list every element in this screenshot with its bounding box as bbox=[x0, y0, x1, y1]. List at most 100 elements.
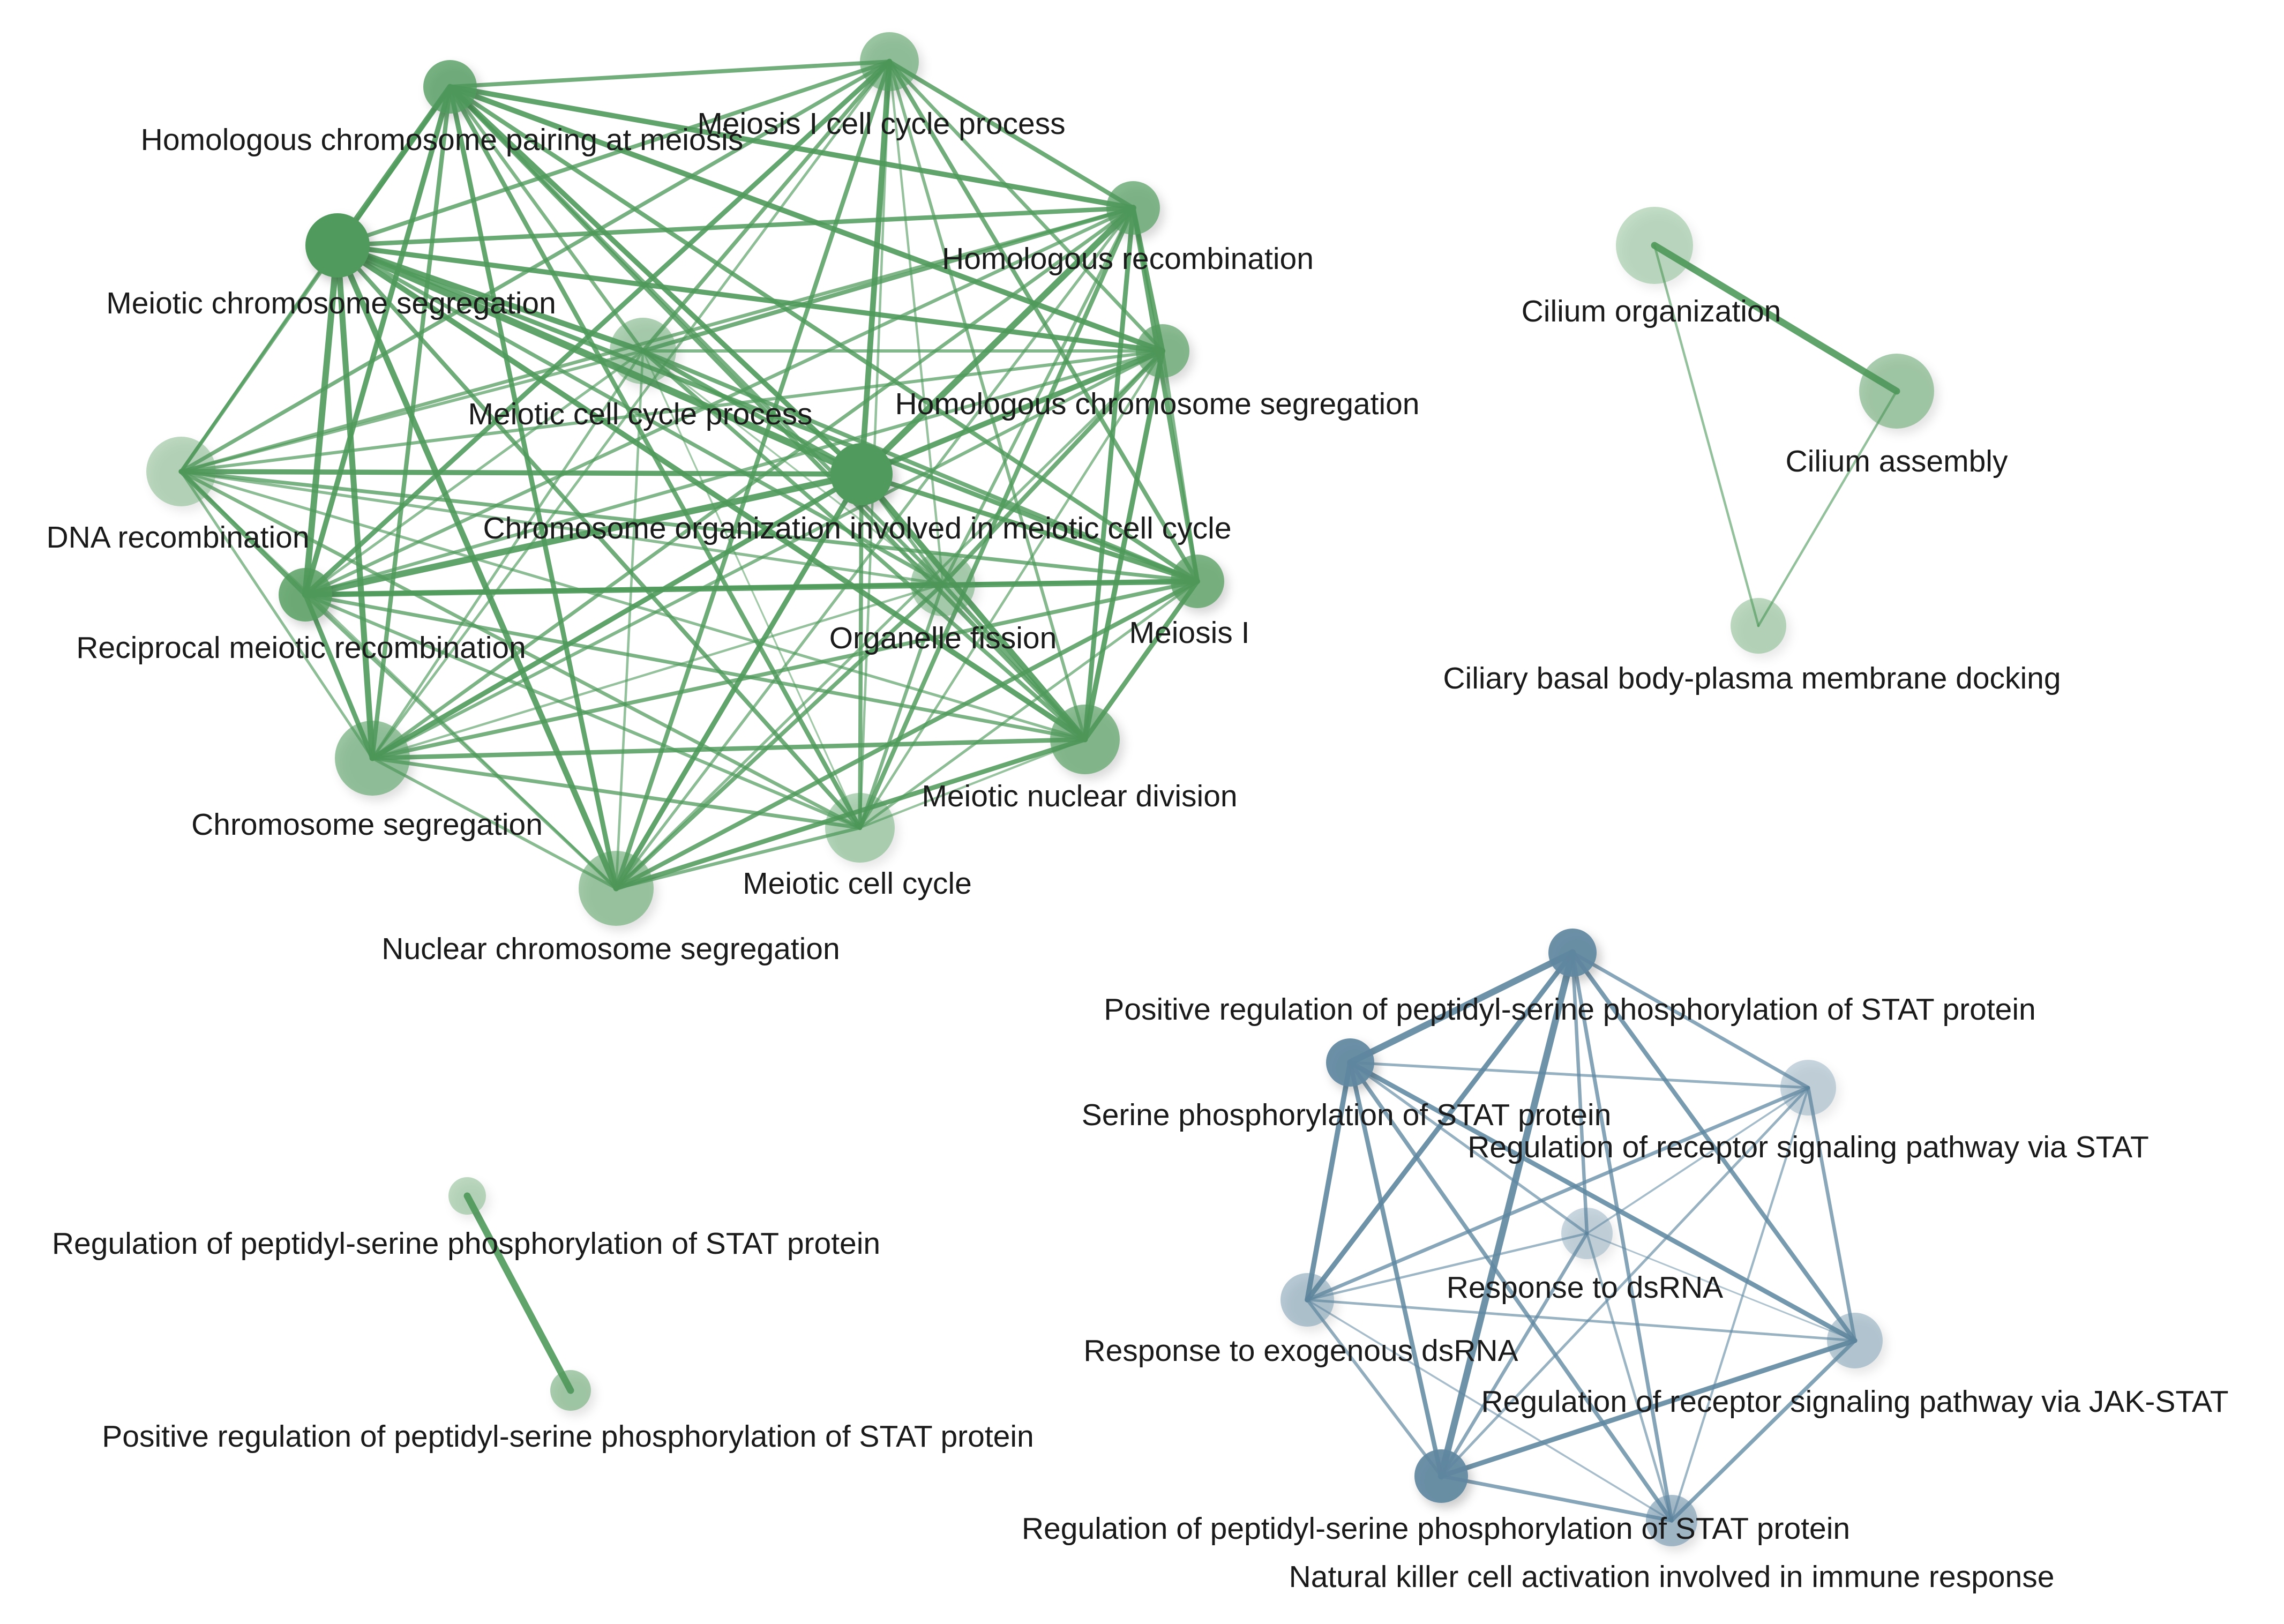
node-meiotic-nuclear-division[interactable] bbox=[1050, 705, 1120, 774]
edge-response-to-exogenous-dsrna--natural-killer-cell-activation-involved-in-immune-response bbox=[1306, 1299, 1673, 1522]
node-chromosome-segregation[interactable] bbox=[335, 721, 410, 796]
node-positive-regulation-of-peptidyl-serine-phosphorylation-of-stat-protein-a[interactable] bbox=[550, 1370, 591, 1411]
edge-meiotic-cell-cycle-process--nuclear-chromosome-segregation bbox=[615, 349, 645, 890]
edge-homologous-chromosome-segregation--dna-recombination bbox=[179, 349, 1164, 473]
label-response-to-dsrna: Response to dsRNA bbox=[1447, 1270, 1723, 1305]
label-meiosis-i: Meiosis I bbox=[1129, 616, 1250, 650]
edge-meiotic-chromosome-segregation--meiosis-i bbox=[335, 243, 1200, 584]
edge-positive-regulation-of-peptidyl-serine-phosphorylation-of-stat-protein-b--response-to-dsrna bbox=[1570, 951, 1589, 1236]
node-homologous-chromosome-segregation[interactable] bbox=[1136, 324, 1189, 378]
node-response-to-dsrna[interactable] bbox=[1561, 1208, 1613, 1259]
edge-meiosis-i--reciprocal-meiotic-recombination bbox=[302, 578, 1201, 598]
node-regulation-of-peptidyl-serine-phosphorylation-of-stat-protein-b[interactable] bbox=[1414, 1449, 1468, 1503]
edge-meiosis-i--nuclear-chromosome-segregation bbox=[613, 579, 1200, 891]
node-meiotic-cell-cycle-process[interactable] bbox=[610, 318, 676, 384]
node-meiosis-i-cell-cycle-process[interactable] bbox=[860, 32, 919, 91]
edge-regulation-of-receptor-signaling-pathway-via-stat--response-to-exogenous-dsrna bbox=[1305, 1086, 1810, 1302]
node-serine-phosphorylation-of-stat-protein[interactable] bbox=[1326, 1038, 1374, 1087]
edge-organelle-fission--meiotic-nuclear-division bbox=[941, 582, 1087, 742]
edge-meiotic-chromosome-segregation--meiotic-cell-cycle bbox=[335, 243, 862, 830]
node-meiotic-cell-cycle[interactable] bbox=[825, 793, 895, 863]
edge-chromosome-organization-involved-in-meiotic-cell-cycle--reciprocal-meiotic-recombination bbox=[302, 470, 865, 598]
label-serine-phosphorylation-of-stat-protein: Serine phosphorylation of STAT protein bbox=[1082, 1098, 1612, 1132]
label-reciprocal-meiotic-recombination: Reciprocal meiotic recombination bbox=[76, 631, 526, 665]
network-nodes bbox=[146, 32, 1934, 1546]
edge-response-to-exogenous-dsrna--regulation-of-peptidyl-serine-phosphorylation-of-stat-protein-b bbox=[1306, 1298, 1443, 1478]
edge-chromosome-segregation--meiotic-cell-cycle bbox=[370, 756, 862, 830]
edge-regulation-of-receptor-signaling-pathway-via-stat--regulation-of-peptidyl-serine-phosphorylation-of-stat-protein-b bbox=[1440, 1086, 1810, 1478]
network-labels: Homologous chromosome pairing at meiosis… bbox=[46, 107, 2228, 1594]
node-reciprocal-meiotic-recombination[interactable] bbox=[279, 568, 332, 622]
node-response-to-exogenous-dsrna[interactable] bbox=[1280, 1273, 1334, 1327]
edge-homologous-chromosome-segregation--nuclear-chromosome-segregation bbox=[615, 349, 1164, 890]
node-dna-recombination[interactable] bbox=[146, 437, 216, 506]
edge-meiosis-i-cell-cycle-process--homologous-recombination bbox=[887, 59, 1136, 211]
node-organelle-fission[interactable] bbox=[911, 552, 975, 616]
node-natural-killer-cell-activation-involved-in-immune-response[interactable] bbox=[1646, 1495, 1697, 1546]
edge-cilium-assembly--ciliary-basal-body-plasma-membrane-docking bbox=[1757, 390, 1898, 627]
edge-regulation-of-peptidyl-serine-phosphorylation-of-stat-protein-a--positive-regulation-of-peptidyl-serine-phosphorylation-of-stat-protein-a bbox=[463, 1192, 574, 1394]
edge-reciprocal-meiotic-recombination--nuclear-chromosome-segregation bbox=[303, 593, 618, 890]
node-regulation-of-peptidyl-serine-phosphorylation-of-stat-protein-a[interactable] bbox=[448, 1177, 486, 1215]
edge-meiotic-cell-cycle-process--chromosome-segregation bbox=[371, 349, 645, 760]
edge-regulation-of-receptor-signaling-pathway-via-stat--natural-killer-cell-activation-involved-in-immune-response bbox=[1670, 1086, 1810, 1522]
node-homologous-chromosome-pairing-at-meiosis[interactable] bbox=[423, 60, 477, 114]
node-meiotic-chromosome-segregation[interactable] bbox=[305, 213, 370, 278]
edge-meiotic-chromosome-segregation--chromosome-organization-involved-in-meiotic-cell-cycle bbox=[334, 242, 865, 478]
edge-chromosome-segregation--nuclear-chromosome-segregation bbox=[371, 757, 618, 890]
edge-meiotic-cell-cycle-process--chromosome-organization-involved-in-meiotic-cell-cycle bbox=[640, 348, 864, 477]
node-homologous-recombination[interactable] bbox=[1106, 181, 1160, 235]
node-cilium-organization[interactable] bbox=[1616, 207, 1693, 284]
node-positive-regulation-of-peptidyl-serine-phosphorylation-of-stat-protein-b[interactable] bbox=[1548, 929, 1597, 977]
edge-meiotic-cell-cycle-process--dna-recombination bbox=[179, 349, 645, 473]
edge-homologous-chromosome-pairing-at-meiosis--homologous-recombination bbox=[447, 84, 1136, 211]
edge-chromosome-organization-involved-in-meiotic-cell-cycle--meiotic-cell-cycle bbox=[858, 472, 864, 830]
node-ciliary-basal-body-plasma-membrane-docking[interactable] bbox=[1731, 598, 1786, 654]
label-meiosis-i-cell-cycle-process: Meiosis I cell cycle process bbox=[697, 107, 1065, 141]
edge-homologous-chromosome-pairing-at-meiosis--homologous-chromosome-segregation bbox=[447, 84, 1165, 354]
edge-regulation-of-peptidyl-serine-phosphorylation-of-stat-protein-b--natural-killer-cell-activation-involved-in-immune-response bbox=[1439, 1474, 1674, 1523]
node-meiosis-i[interactable] bbox=[1171, 555, 1224, 608]
edge-meiotic-chromosome-segregation--chromosome-segregation bbox=[334, 242, 376, 761]
edge-chromosome-organization-involved-in-meiotic-cell-cycle--chromosome-segregation bbox=[370, 472, 864, 761]
edge-dna-recombination--organelle-fission bbox=[179, 470, 945, 586]
edge-reciprocal-meiotic-recombination--meiotic-cell-cycle bbox=[303, 593, 862, 830]
edge-meiotic-cell-cycle-process--meiosis-i bbox=[641, 349, 1200, 583]
edge-serine-phosphorylation-of-stat-protein--response-to-exogenous-dsrna bbox=[1305, 1060, 1353, 1303]
edge-chromosome-segregation--meiotic-nuclear-division bbox=[370, 737, 1088, 761]
node-chromosome-organization-involved-in-meiotic-cell-cycle[interactable] bbox=[830, 443, 893, 505]
edge-chromosome-organization-involved-in-meiotic-cell-cycle--meiosis-i bbox=[859, 472, 1200, 584]
label-positive-regulation-of-peptidyl-serine-phosphorylation-of-stat-protein-a: Positive regulation of peptidyl-serine p… bbox=[102, 1419, 1034, 1454]
edge-organelle-fission--nuclear-chromosome-segregation bbox=[614, 582, 945, 890]
edge-regulation-of-receptor-signaling-pathway-via-stat--regulation-of-receptor-signaling-pathway-via-jak-stat bbox=[1806, 1086, 1857, 1343]
node-cilium-assembly[interactable] bbox=[1859, 354, 1934, 429]
edge-dna-recombination--meiotic-nuclear-division bbox=[179, 470, 1087, 741]
edge-homologous-chromosome-segregation--chromosome-organization-involved-in-meiotic-cell-cycle bbox=[858, 348, 1166, 477]
edge-positive-regulation-of-peptidyl-serine-phosphorylation-of-stat-protein-b--regulation-of-receptor-signaling-pathway-via-jak-stat bbox=[1570, 950, 1858, 1343]
edge-serine-phosphorylation-of-stat-protein--natural-killer-cell-activation-involved-in-immune-response bbox=[1348, 1060, 1674, 1523]
edge-meiosis-i-cell-cycle-process--homologous-chromosome-segregation bbox=[887, 59, 1165, 353]
node-regulation-of-receptor-signaling-pathway-via-stat[interactable] bbox=[1780, 1060, 1836, 1116]
node-nuclear-chromosome-segregation[interactable] bbox=[579, 851, 654, 926]
edge-homologous-chromosome-segregation--meiotic-cell-cycle bbox=[858, 349, 1164, 829]
node-regulation-of-receptor-signaling-pathway-via-jak-stat[interactable] bbox=[1827, 1313, 1883, 1368]
edge-positive-regulation-of-peptidyl-serine-phosphorylation-of-stat-protein-b--natural-killer-cell-activation-involved-in-immune-response bbox=[1570, 951, 1674, 1523]
label-meiotic-nuclear-division: Meiotic nuclear division bbox=[922, 779, 1237, 813]
edge-dna-recombination--meiosis-i bbox=[179, 469, 1200, 583]
edge-response-to-dsrna--response-to-exogenous-dsrna bbox=[1306, 1232, 1589, 1301]
edge-cilium-organization--ciliary-basal-body-plasma-membrane-docking bbox=[1653, 244, 1760, 627]
edge-meiosis-i-cell-cycle-process--dna-recombination bbox=[179, 59, 892, 474]
edge-serine-phosphorylation-of-stat-protein--regulation-of-receptor-signaling-pathway-via-jak-stat bbox=[1347, 1060, 1858, 1343]
label-regulation-of-peptidyl-serine-phosphorylation-of-stat-protein-b: Regulation of peptidyl-serine phosphoryl… bbox=[1022, 1511, 1850, 1546]
edge-organelle-fission--chromosome-segregation bbox=[371, 582, 945, 760]
edge-homologous-recombination--chromosome-segregation bbox=[370, 206, 1135, 760]
label-response-to-exogenous-dsrna: Response to exogenous dsRNA bbox=[1083, 1334, 1518, 1368]
edge-homologous-chromosome-pairing-at-meiosis--chromosome-organization-involved-in-meiotic-cell-cycle bbox=[447, 84, 864, 477]
edge-reciprocal-meiotic-recombination--meiotic-nuclear-division bbox=[303, 593, 1087, 742]
edge-homologous-chromosome-pairing-at-meiosis--meiotic-cell-cycle-process bbox=[448, 85, 645, 353]
edge-homologous-recombination--reciprocal-meiotic-recombination bbox=[303, 206, 1135, 597]
edge-positive-regulation-of-peptidyl-serine-phosphorylation-of-stat-protein-b--regulation-of-receptor-signaling-pathway-via-stat bbox=[1570, 951, 1810, 1090]
label-homologous-chromosome-pairing-at-meiosis: Homologous chromosome pairing at meiosis bbox=[141, 123, 744, 157]
label-positive-regulation-of-peptidyl-serine-phosphorylation-of-stat-protein-b: Positive regulation of peptidyl-serine p… bbox=[1104, 992, 2035, 1027]
